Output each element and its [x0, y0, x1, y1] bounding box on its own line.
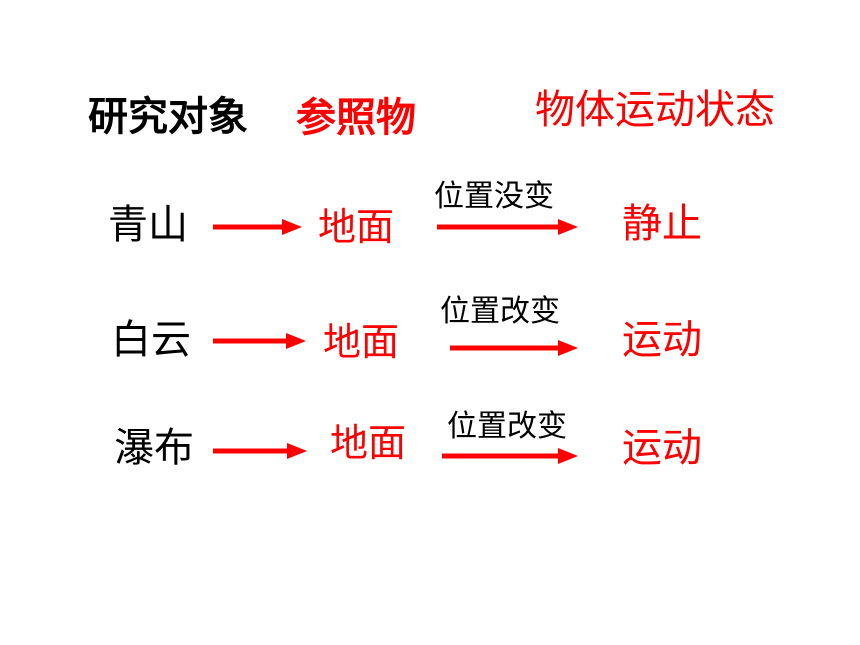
row-1-state: 静止 — [622, 201, 702, 247]
row-3-relation: 位置改变 — [447, 409, 567, 444]
row-1-arrow-to-state — [437, 219, 578, 235]
row-2-reference: 地面 — [323, 320, 400, 364]
row-3-arrow-to-state — [442, 448, 578, 464]
row-1-arrow-to-reference — [213, 219, 302, 235]
row-2-relation: 位置改变 — [440, 294, 560, 329]
row-3-reference: 地面 — [330, 421, 407, 465]
row-1-object: 青山 — [108, 202, 188, 248]
row-2-arrow-to-reference — [213, 333, 306, 349]
row-1-reference: 地面 — [318, 205, 395, 249]
row-3-arrow-to-reference — [213, 443, 307, 459]
header-object-label: 研究对象 — [88, 94, 248, 140]
row-1-relation: 位置没变 — [434, 179, 554, 214]
row-3-object: 瀑布 — [114, 425, 194, 471]
header-reference-label: 参照物 — [296, 95, 416, 141]
header-state-label: 物体运动状态 — [535, 87, 775, 133]
row-3-state: 运动 — [622, 425, 702, 471]
row-2-arrow-to-state — [450, 340, 578, 356]
row-2-state: 运动 — [622, 317, 702, 363]
row-2-object: 白云 — [111, 317, 191, 363]
